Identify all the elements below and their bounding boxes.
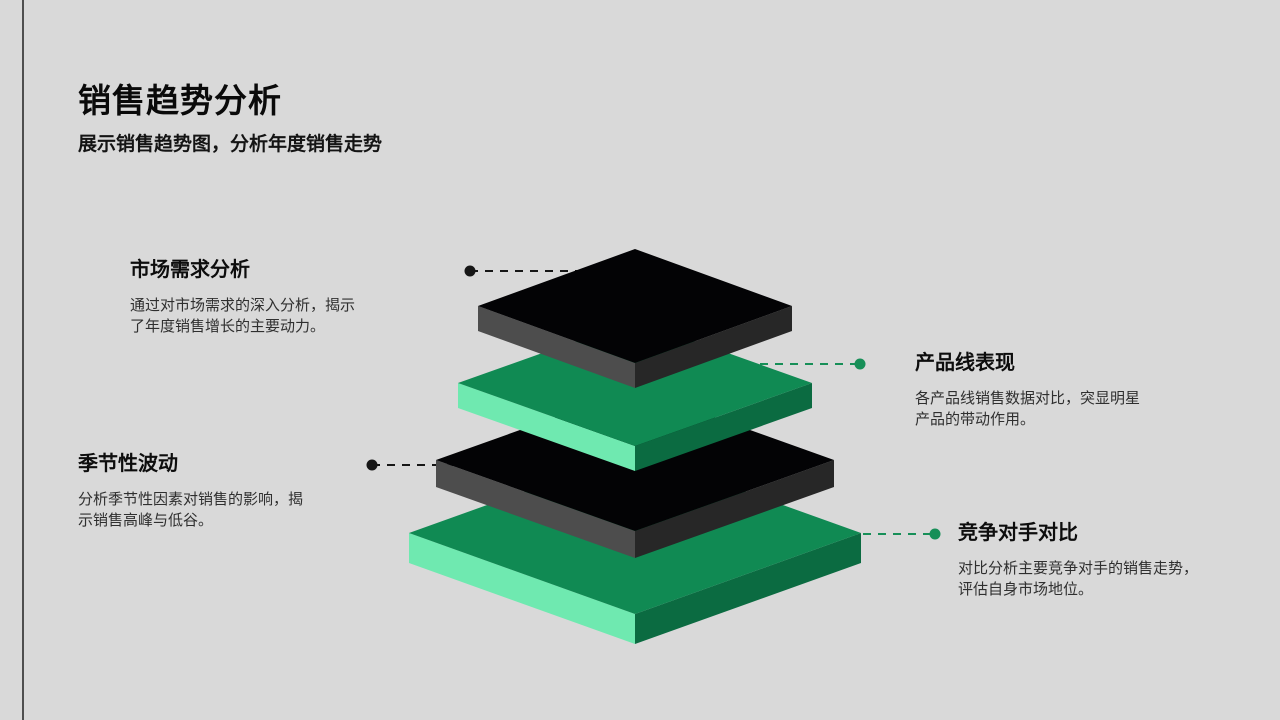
left-edge-accent-line [22, 0, 24, 720]
callout-seasonal: 季节性波动 分析季节性因素对销售的影响，揭 示销售高峰与低谷。 [78, 452, 368, 531]
callout-seasonal-body: 分析季节性因素对销售的影响，揭 示销售高峰与低谷。 [78, 489, 368, 531]
connector-dot-product [854, 358, 866, 370]
callout-product-body: 各产品线销售数据对比，突显明星 产品的带动作用。 [915, 388, 1195, 430]
connector-product [745, 358, 866, 370]
callout-competitor-body-line2: 评估自身市场地位。 [958, 581, 1094, 598]
layer-seasonal-left-face [436, 460, 635, 558]
layer-market-left-face [478, 306, 635, 388]
layer-product-right-face [635, 383, 812, 471]
layer-seasonal-right-face [635, 460, 834, 558]
layer-market-top-face [478, 249, 792, 363]
callout-product: 产品线表现 各产品线销售数据对比，突显明星 产品的带动作用。 [915, 351, 1195, 430]
callout-market-title: 市场需求分析 [130, 259, 250, 281]
callout-competitor-title: 竞争对手对比 [958, 522, 1078, 544]
callout-product-body-line1: 各产品线销售数据对比，突显明星 [915, 390, 1141, 407]
callout-product-title: 产品线表现 [915, 352, 1015, 374]
callout-competitor-body: 对比分析主要竞争对手的销售走势， 评估自身市场地位。 [958, 558, 1258, 600]
callout-market-body-line2: 了年度销售增长的主要动力。 [130, 318, 326, 335]
callout-market: 市场需求分析 通过对市场需求的深入分析，揭示 了年度销售增长的主要动力。 [130, 258, 410, 337]
callout-market-body-line1: 通过对市场需求的深入分析，揭示 [130, 297, 356, 314]
layer-competitor-left-face [409, 533, 635, 644]
connector-dot-competitor [929, 528, 941, 540]
layer-market-right-face [635, 306, 792, 388]
callout-market-body: 通过对市场需求的深入分析，揭示 了年度销售增长的主要动力。 [130, 295, 410, 337]
callout-seasonal-body-line2: 示销售高峰与低谷。 [78, 512, 214, 529]
page-title: 销售趋势分析 [78, 82, 282, 119]
connector-dot-market [464, 265, 476, 277]
callout-seasonal-title: 季节性波动 [78, 453, 178, 475]
layer-market [478, 249, 792, 388]
callout-seasonal-body-line1: 分析季节性因素对销售的影响，揭 [78, 491, 304, 508]
callout-competitor-body-line1: 对比分析主要竞争对手的销售走势， [958, 560, 1199, 577]
layer-product-left-face [458, 383, 635, 471]
callout-product-body-line2: 产品的带动作用。 [915, 411, 1036, 428]
connector-dot-seasonal [366, 459, 378, 471]
page-subtitle: 展示销售趋势图，分析年度销售走势 [78, 134, 383, 155]
connector-competitor [848, 528, 941, 540]
layer-competitor-right-face [635, 533, 861, 644]
callout-competitor: 竞争对手对比 对比分析主要竞争对手的销售走势， 评估自身市场地位。 [958, 521, 1258, 600]
